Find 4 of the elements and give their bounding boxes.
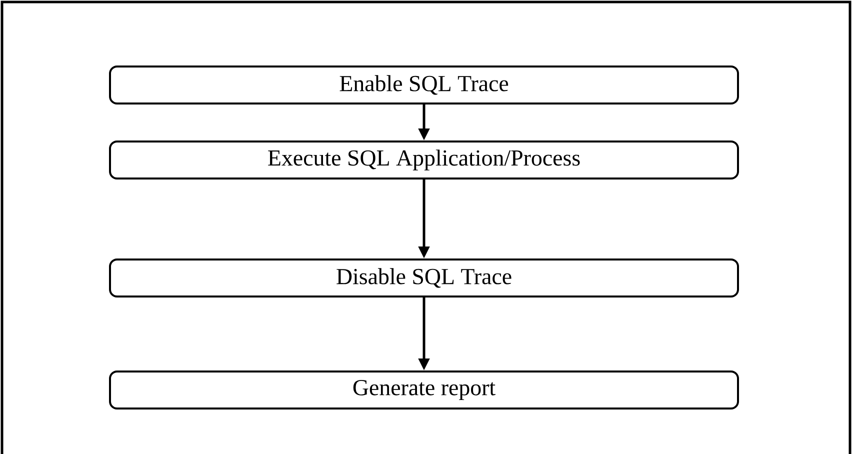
process-box: Disable SQL Trace	[109, 258, 739, 298]
process-box: Enable SQL Trace	[109, 65, 739, 104]
process-box: Execute SQL Application/Process	[109, 140, 739, 180]
process-box: Generate report	[109, 370, 739, 410]
